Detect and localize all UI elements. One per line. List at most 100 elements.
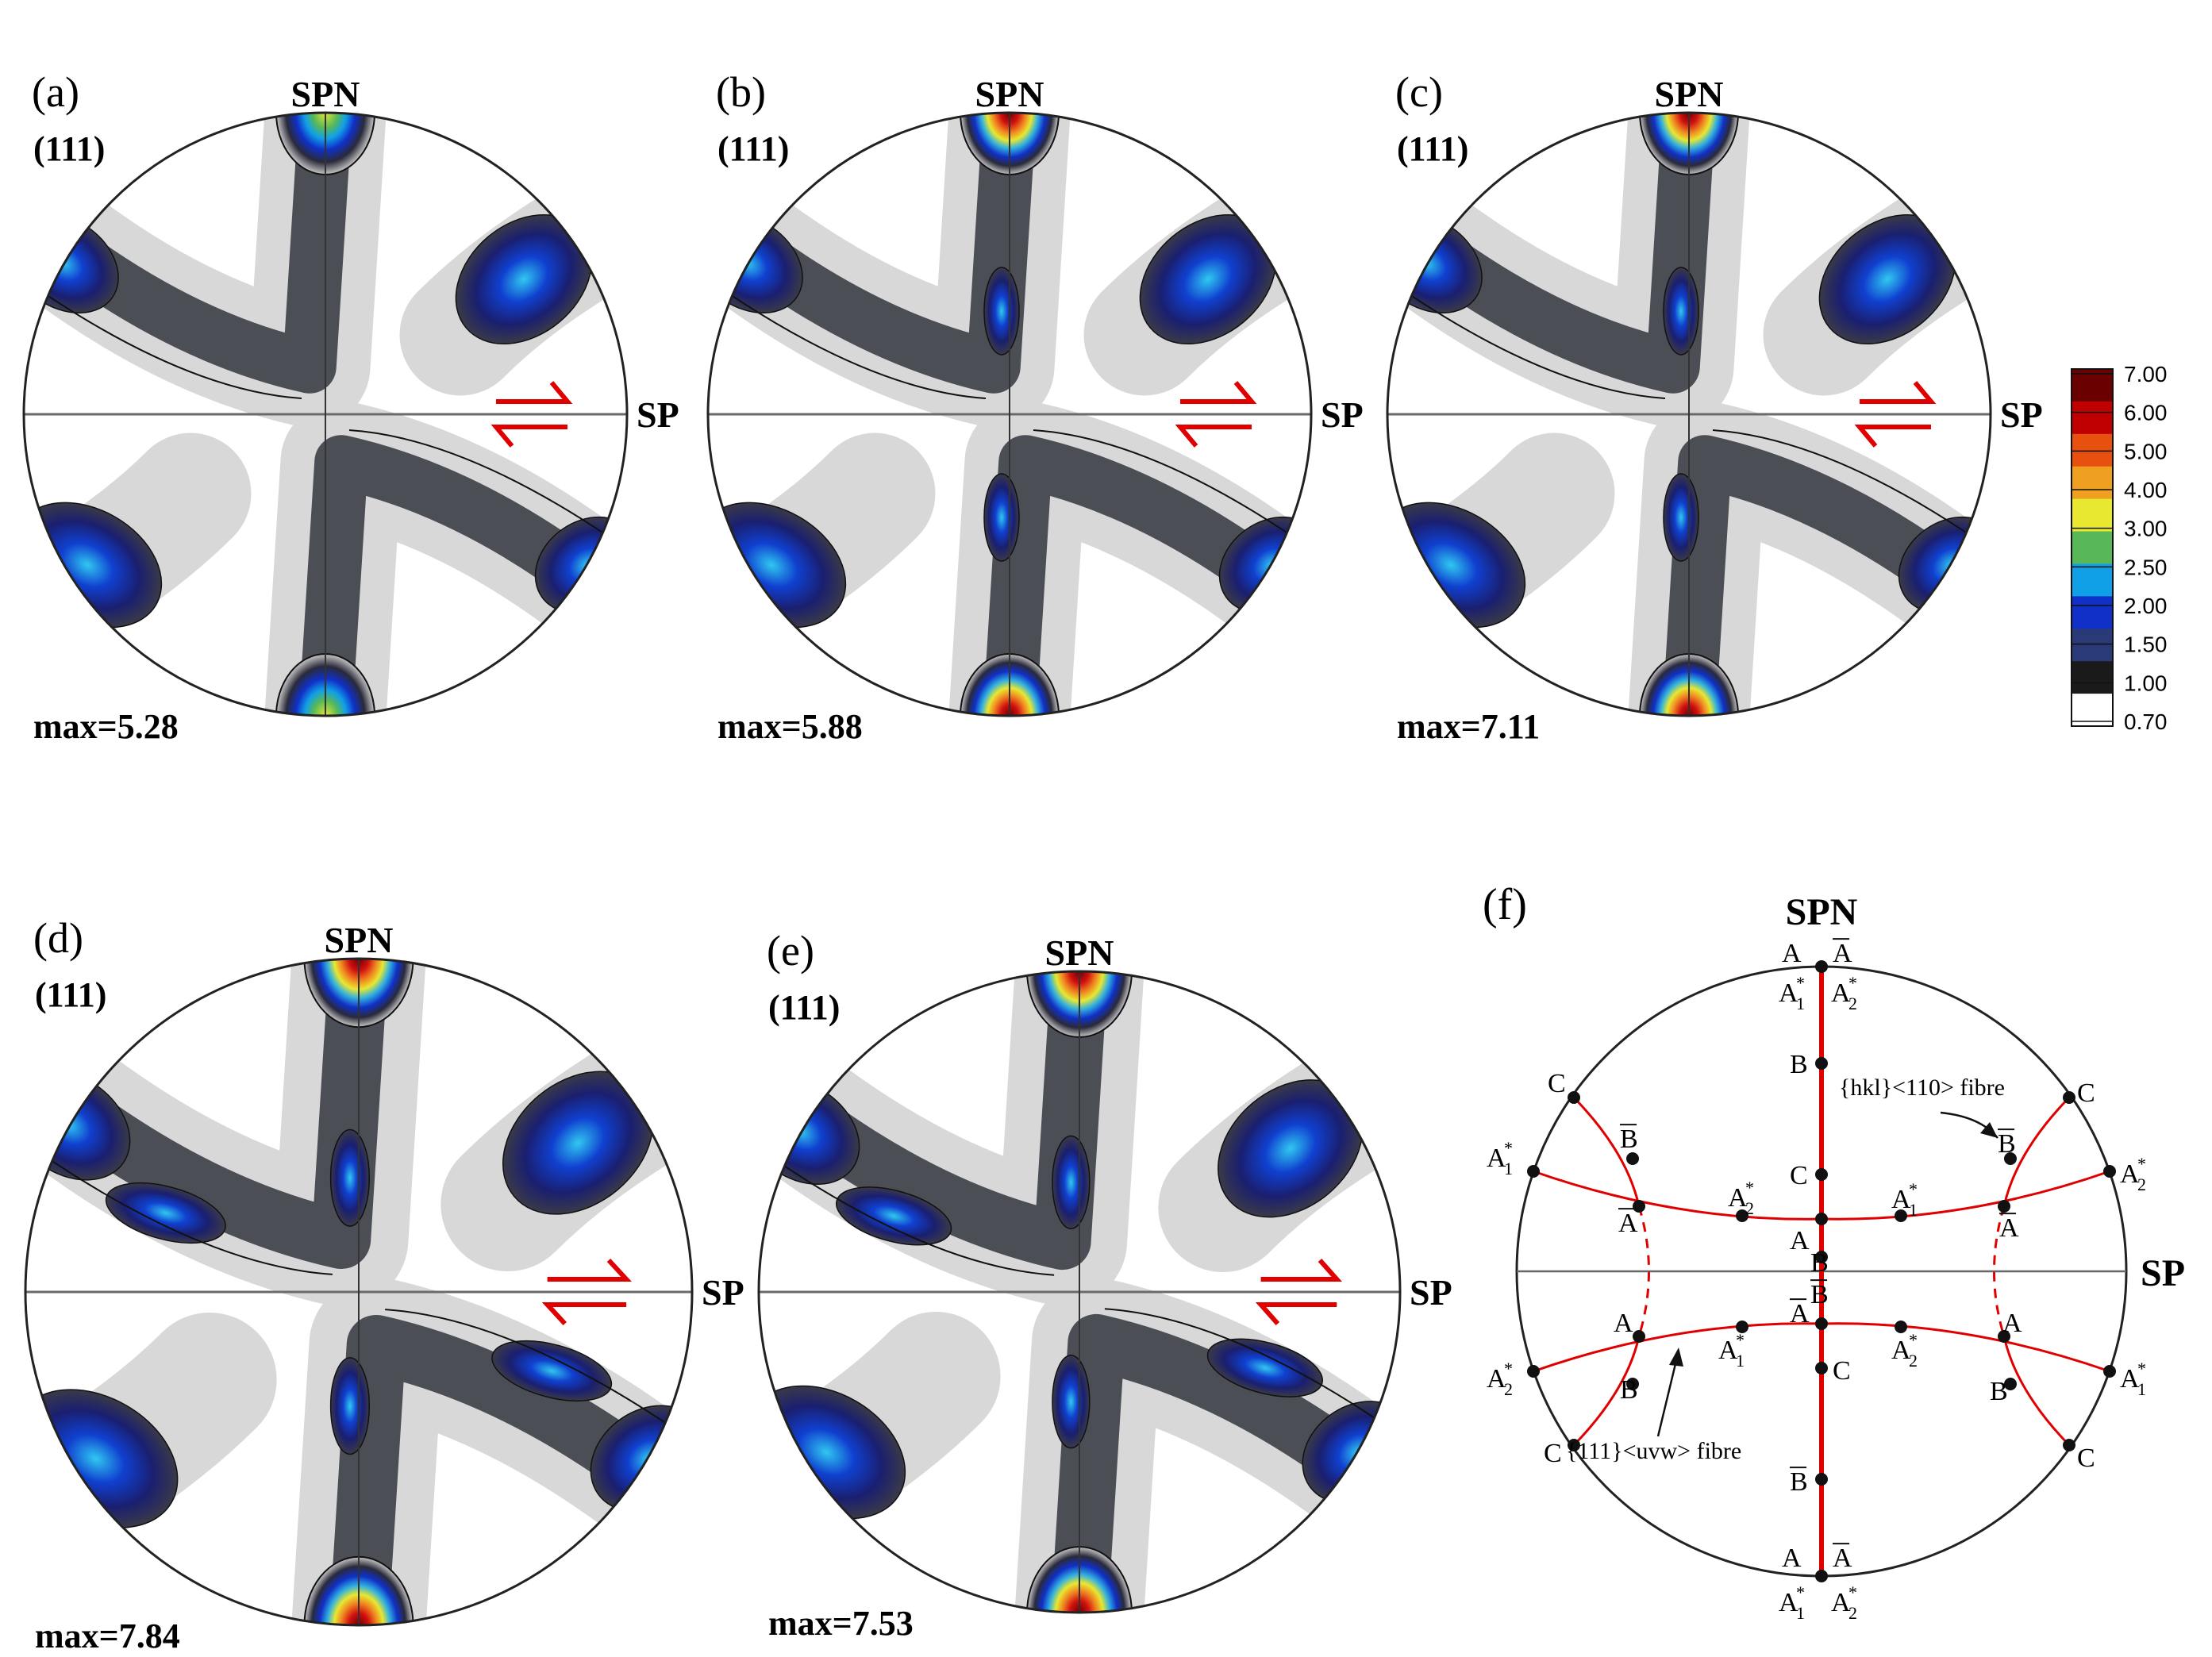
orientation-point <box>1998 1200 2010 1213</box>
orientation-point <box>1815 1251 1828 1263</box>
colorbar-tick-label: 4.00 <box>2124 478 2168 502</box>
label-A1s-left: A <box>1487 1144 1506 1173</box>
sp-label: SP <box>2000 394 2043 435</box>
colorbar-segment <box>2072 596 2113 630</box>
label-A2s-left-sub: 2 <box>1504 1379 1513 1399</box>
label-A-bottom: A <box>1782 1544 1802 1573</box>
colorbar-tick-label: 3.00 <box>2124 517 2168 541</box>
spn-label: SPN <box>1655 74 1724 114</box>
shear-arrow-left <box>1854 425 1931 448</box>
orientation-point <box>1527 1165 1540 1178</box>
contour-line <box>1712 429 1991 550</box>
contour-line <box>708 279 987 399</box>
colorbar-tick-label: 1.50 <box>2124 632 2168 657</box>
orientation-point <box>1815 1473 1828 1486</box>
texture-component-blob <box>983 473 1020 562</box>
pole-figure-outline <box>24 957 694 1627</box>
max-label: max=5.28 <box>33 707 179 746</box>
label-A2s-right-sub: 2 <box>2137 1175 2146 1194</box>
contour-line <box>1104 1308 1400 1436</box>
contour-line <box>759 1148 1055 1276</box>
label-A2s-top: A <box>1831 978 1851 1008</box>
panel-letter: (e) <box>767 927 814 975</box>
colorbar-segment <box>2072 563 2113 598</box>
max-label: max=7.53 <box>768 1604 914 1643</box>
colorbar-segment <box>2072 401 2113 435</box>
fibre-110-curve-ul <box>1572 1096 1641 1207</box>
label-A2s-lc: A <box>1891 1336 1911 1365</box>
sp-label: SP <box>702 1272 744 1313</box>
colorbar-segment <box>2072 661 2113 695</box>
label-A2s-bottom-sub: 2 <box>1848 1603 1857 1623</box>
contour-line <box>385 1309 692 1442</box>
contour-line <box>25 1142 333 1275</box>
shear-arrow-left <box>541 1302 627 1326</box>
label-Bbar-ul: B <box>1620 1125 1638 1154</box>
arrowhead <box>1669 1348 1683 1367</box>
sp-label: SP <box>1321 394 1364 435</box>
panel-letter: (b) <box>716 68 766 116</box>
label-Bbar-mid: B <box>1810 1280 1829 1309</box>
label-A1s-uc-star: * <box>1909 1179 1918 1199</box>
label-A1s-lc-star: * <box>1736 1330 1745 1350</box>
spn-label: SPN <box>975 74 1044 114</box>
orientation-point <box>2004 1152 2017 1165</box>
label-A2s-lc-star: * <box>1909 1330 1918 1350</box>
orientation-point <box>1895 1209 1907 1222</box>
orientation-point <box>1633 1330 1645 1343</box>
label-C-ul: C <box>1548 1069 1566 1098</box>
panel-letter: (a) <box>32 68 79 116</box>
arrowhead <box>1980 1122 1998 1138</box>
label-A2s-bottom-star: * <box>1848 1582 1857 1602</box>
fibre-110-curve-ll <box>1572 1336 1641 1447</box>
label-A2s-uc: A <box>1728 1183 1748 1213</box>
label-A1s-left-sub: 1 <box>1504 1159 1513 1178</box>
orientation-point <box>1895 1321 1907 1333</box>
label-A2s-right: A <box>2120 1159 2140 1189</box>
label-fibre-110: {hkl}<110> fibre <box>1839 1075 2005 1101</box>
colorbar-segment <box>2072 369 2113 402</box>
orientation-point <box>1736 1209 1748 1222</box>
orientation-point <box>2063 1439 2075 1451</box>
label-C-upper: C <box>1790 1161 1808 1190</box>
shear-arrow-right <box>1860 381 1937 404</box>
label-A2s-uc-sub: 2 <box>1745 1198 1754 1218</box>
orientation-point <box>1736 1321 1748 1333</box>
texture-component-blob <box>491 1340 613 1401</box>
texture-component-blob <box>329 1128 371 1227</box>
label-A2s-uc-star: * <box>1745 1178 1754 1198</box>
orientation-point <box>1815 1317 1828 1330</box>
colorbar-tick-label: 5.00 <box>2124 439 2168 463</box>
pole-figure-panels: (a)(111)SPNSPmax=5.28(b)(111)SPNSPmax=5.… <box>22 68 2043 1655</box>
orientation-point <box>1815 1213 1828 1225</box>
label-Bbar-ur: B <box>1998 1129 2016 1159</box>
texture-component-blob <box>329 1357 371 1455</box>
label-A1s-bottom-sub: 1 <box>1796 1603 1805 1623</box>
texture-component-blob <box>835 1186 952 1246</box>
label-A1s-uc: A <box>1891 1185 1911 1214</box>
label-A1s-right-sub: 1 <box>2137 1379 2146 1399</box>
panel-letter: (f) <box>1483 880 1527 929</box>
label-B-mid: B <box>1810 1248 1829 1278</box>
label-A1s-lc-sub: 1 <box>1736 1351 1745 1371</box>
colorbar-tick-label: 2.00 <box>2124 594 2168 618</box>
max-label: max=5.88 <box>717 707 863 746</box>
label-C-lr: C <box>2077 1444 2095 1473</box>
label-Abar-bottom: A <box>1833 1544 1852 1573</box>
pole-figure-contours <box>24 113 627 716</box>
label-A1s-bottom-star: * <box>1796 1582 1805 1602</box>
orientation-point <box>1815 960 1828 973</box>
fibre-110-curve-ur <box>2002 1096 2071 1207</box>
texture-component-blob <box>1052 1354 1091 1449</box>
label-A2s-right-star: * <box>2137 1154 2146 1174</box>
label-A1s-left-star: * <box>1504 1138 1513 1158</box>
pole-figure-outline <box>1386 111 1992 717</box>
label-A1s-top-star: * <box>1796 973 1805 993</box>
label-B-lr: B <box>1990 1377 2008 1406</box>
panel-letter: (c) <box>1395 68 1443 116</box>
panel-plane-label: (111) <box>33 129 105 168</box>
colorbar-segment <box>2072 531 2113 565</box>
spn-label: SPN <box>1786 891 1858 933</box>
